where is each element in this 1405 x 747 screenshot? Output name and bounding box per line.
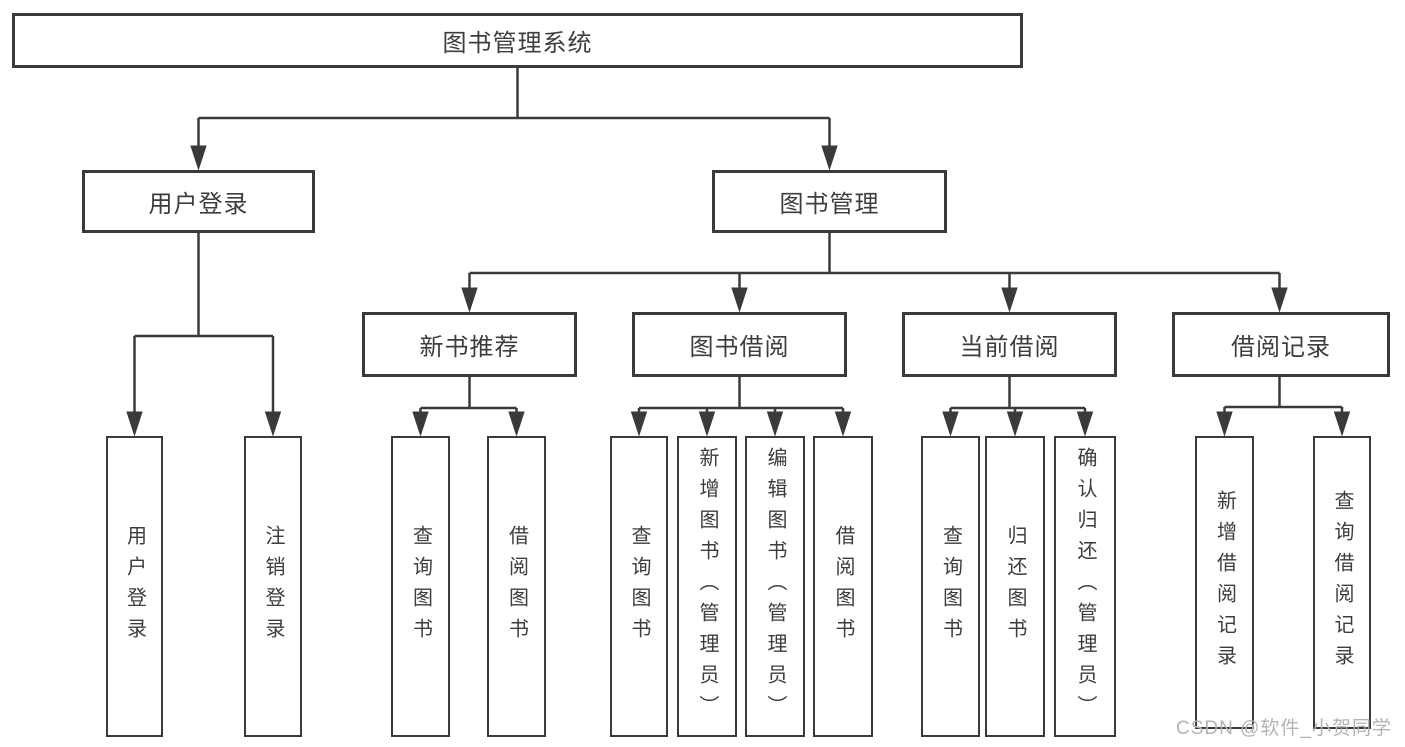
connector-root-to-level2 (197, 68, 831, 150)
node-user-login: 用户登录 (82, 170, 315, 233)
node-borrow-records: 借阅记录 (1172, 312, 1390, 377)
node-leaf-return-books: 归还图书 (985, 436, 1045, 737)
node-leaf-user-login: 用户登录 (106, 436, 163, 737)
node-leaf-query-books-3: 查询图书 (921, 436, 980, 737)
node-leaf-edit-book-admin-label: 编辑图书（管理员） (764, 447, 786, 726)
node-user-login-label: 用户登录 (148, 191, 249, 218)
node-leaf-return-books-label: 归还图书 (1004, 524, 1026, 649)
connector-records-to-leaves (1223, 377, 1344, 417)
node-leaf-add-borrow-record-label: 新增借阅记录 (1213, 489, 1236, 676)
arrowheads (126, 145, 1351, 437)
node-leaf-confirm-return-admin: 确认归还（管理员） (1054, 436, 1116, 737)
node-book-management-label: 图书管理 (779, 191, 880, 218)
node-leaf-confirm-return-admin-label: 确认归还（管理员） (1074, 447, 1096, 726)
node-leaf-query-borrow-record: 查询借阅记录 (1313, 436, 1371, 729)
node-new-book-recommend: 新书推荐 (362, 312, 577, 377)
node-leaf-borrow-books-2: 借阅图书 (813, 436, 873, 737)
connector-bookmgmt-to-level3 (468, 233, 1281, 293)
node-leaf-query-books-2-label: 查询图书 (628, 524, 650, 649)
node-leaf-query-borrow-record-label: 查询借阅记录 (1331, 489, 1353, 676)
connector-newbooks-to-leaves (419, 377, 518, 417)
node-leaf-borrow-books-1: 借阅图书 (487, 436, 546, 737)
node-leaf-query-books-2: 查询图书 (610, 436, 668, 737)
node-leaf-user-login-label: 用户登录 (123, 524, 146, 649)
node-leaf-logout-label: 注销登录 (262, 524, 284, 649)
node-leaf-edit-book-admin: 编辑图书（管理员） (745, 436, 805, 737)
node-current-borrow: 当前借阅 (902, 312, 1117, 377)
connector-currentborrow-to-leaves (949, 377, 1087, 417)
node-book-management: 图书管理 (712, 170, 947, 233)
node-leaf-query-books-3-label: 查询图书 (939, 524, 962, 649)
connector-bookborrow-to-leaves (637, 377, 845, 417)
node-book-borrow: 图书借阅 (632, 312, 847, 377)
csdn-watermark: CSDN @软件_小贺同学 (1176, 718, 1392, 739)
node-borrow-records-label: 借阅记录 (1231, 334, 1331, 361)
node-leaf-query-books-1-label: 查询图书 (409, 524, 432, 649)
node-current-borrow-label: 当前借阅 (959, 334, 1060, 361)
node-leaf-add-book-admin: 新增图书（管理员） (677, 436, 737, 737)
node-root-label: 图书管理系统 (442, 30, 593, 57)
node-leaf-logout: 注销登录 (244, 436, 302, 737)
node-new-book-recommend-label: 新书推荐 (419, 334, 520, 361)
node-leaf-query-books-1: 查询图书 (391, 436, 450, 737)
node-leaf-add-book-admin-label: 新增图书（管理员） (696, 447, 718, 726)
node-leaf-add-borrow-record: 新增借阅记录 (1195, 436, 1254, 729)
node-leaf-borrow-books-1-label: 借阅图书 (505, 524, 528, 649)
connector-userlogin-to-leaves (133, 233, 275, 416)
node-book-borrow-label: 图书借阅 (689, 334, 790, 361)
node-root: 图书管理系统 (12, 13, 1023, 68)
node-leaf-borrow-books-2-label: 借阅图书 (832, 524, 854, 649)
